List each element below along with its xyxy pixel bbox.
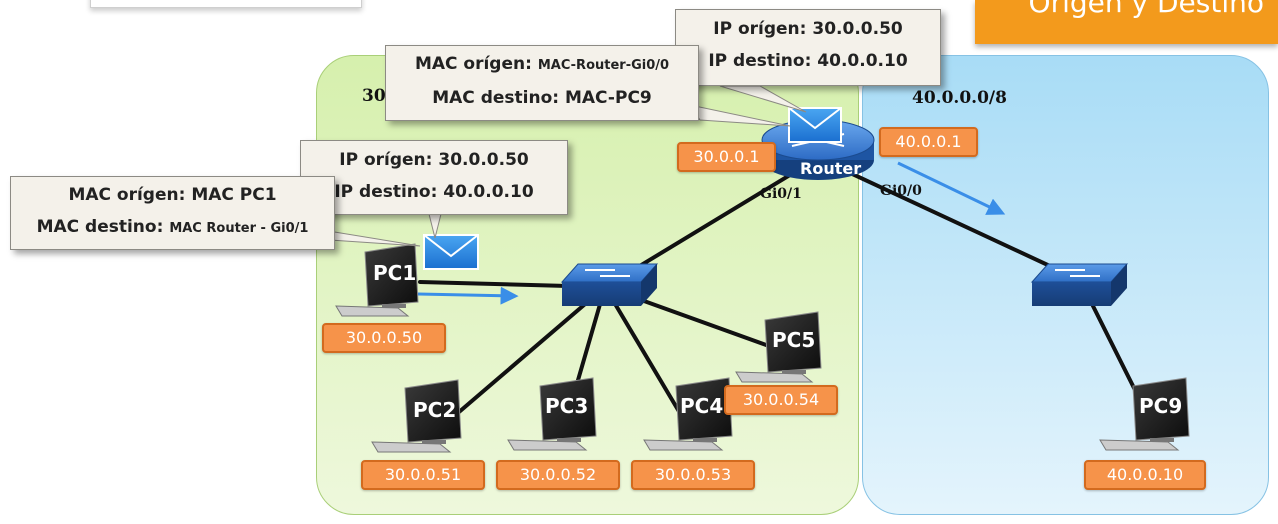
cable-router-switch2	[816, 156, 1082, 282]
switch-left	[560, 263, 659, 306]
callout-pc1-ip: IP orígen: 30.0.0.50 IP destino: 40.0.0.…	[300, 140, 568, 215]
callout-router-mac: MAC orígen: MAC-Router-Gi0/0 MAC destino…	[385, 45, 699, 121]
envelope-icon-pc1	[423, 234, 479, 270]
ip-badge-router-right: 40.0.0.1	[879, 127, 978, 157]
ip-badge-pc4: 30.0.0.53	[631, 460, 755, 490]
top-left-card	[90, 0, 362, 8]
pc9-label: PC9	[1139, 394, 1182, 418]
callout-router-ip: IP orígen: 30.0.0.50 IP destino: 40.0.0.…	[675, 9, 941, 86]
title-banner: Origen y Destino	[975, 0, 1278, 44]
callout-pc1-ip-line1: IP orígen: 30.0.0.50	[339, 150, 529, 170]
callout-pc1-ip-line2: IP destino: 40.0.0.10	[334, 182, 534, 202]
ip-badge-pc9: 40.0.0.10	[1084, 460, 1206, 490]
envelope-icon-router	[788, 107, 842, 143]
pc3-label: PC3	[545, 394, 588, 418]
ip-badge-pc5: 30.0.0.54	[724, 385, 838, 415]
pc2-icon	[371, 379, 462, 453]
pc2-label: PC2	[413, 398, 456, 422]
ip-badge-pc1: 30.0.0.50	[322, 323, 446, 353]
flow-arrow-pc1	[417, 286, 519, 305]
cable-switch-pc4	[603, 285, 692, 432]
pc5-icon	[735, 311, 822, 383]
pc1-icon	[335, 243, 419, 317]
ip-badge-pc2: 30.0.0.51	[361, 460, 485, 490]
banner-text: Origen y Destino	[1028, 0, 1264, 19]
callout-router-mac-line2-value: MAC-PC9	[564, 88, 652, 108]
pc4-icon	[643, 377, 733, 451]
flow-arrow-router	[897, 161, 1006, 215]
cable-switch-pc2	[436, 285, 607, 432]
switch-right	[1030, 263, 1129, 306]
pc4-label: PC4	[680, 394, 723, 418]
callout-pointer-router-ip	[719, 85, 807, 113]
pc5-label: PC5	[772, 328, 815, 352]
callout-pc1-mac-line2-value: MAC Router - Gi0/1	[169, 221, 309, 236]
ip-badge-router-left: 30.0.0.1	[677, 142, 776, 172]
pc1-label: PC1	[373, 261, 416, 285]
iface-gi00-label: Gi0/0	[880, 183, 922, 199]
callout-pc1-mac-line1-label: MAC orígen:	[68, 185, 192, 205]
callout-pointer-router-mac	[688, 104, 791, 127]
callout-pc1-mac-line1-value: MAC PC1	[191, 185, 277, 205]
callout-router-ip-line2: IP destino: 40.0.0.10	[708, 51, 908, 71]
callout-pc1-mac: MAC orígen: MAC PC1 MAC destino: MAC Rou…	[10, 176, 335, 250]
pc9-icon	[1099, 377, 1190, 451]
callout-router-mac-line2-label: MAC destino:	[432, 88, 565, 108]
callout-router-ip-line1: IP orígen: 30.0.0.50	[713, 19, 903, 39]
right-network-label: 40.0.0.0/8	[912, 88, 1007, 108]
callout-pc1-mac-line2-label: MAC destino:	[36, 217, 170, 237]
iface-gi01-label: Gi0/1	[760, 186, 802, 202]
ip-badge-pc3: 30.0.0.52	[496, 460, 620, 490]
callout-router-mac-line1-value: MAC-Router-Gi0/0	[537, 58, 670, 73]
callout-router-mac-line1-label: MAC orígen:	[414, 54, 538, 74]
pc3-icon	[507, 377, 597, 451]
router-label: Router	[800, 159, 861, 178]
left-network-label: 30	[362, 86, 386, 106]
